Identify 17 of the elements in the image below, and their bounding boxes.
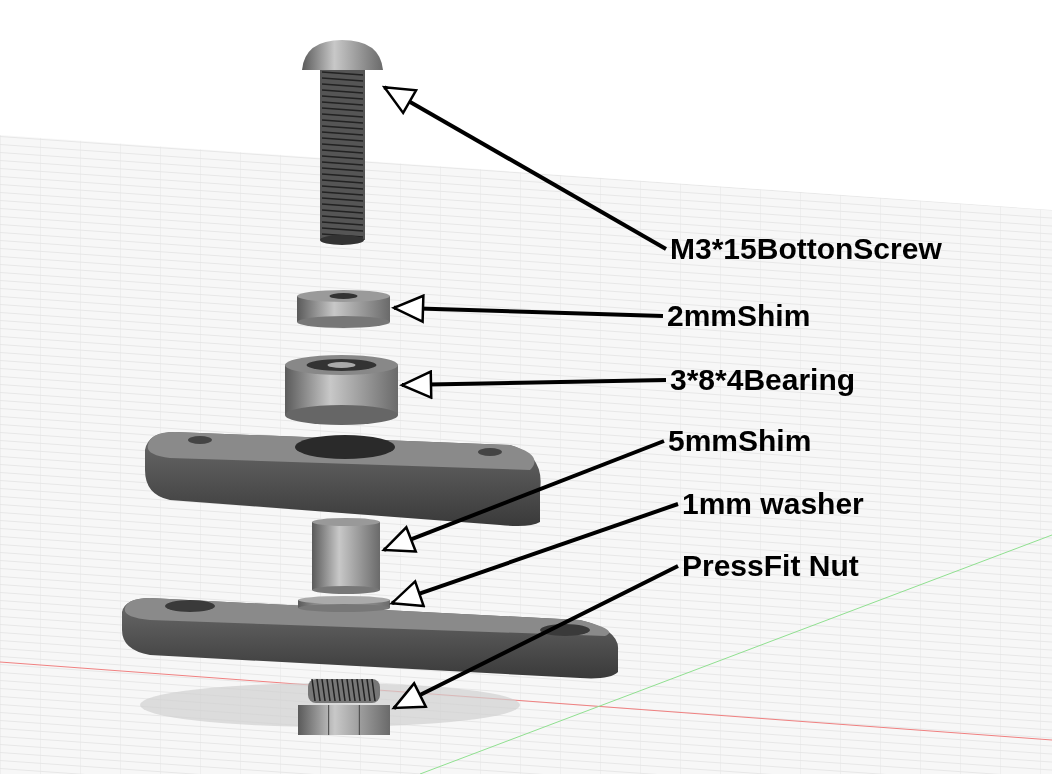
spacer-drawing bbox=[312, 518, 380, 594]
leader-arrow bbox=[392, 294, 664, 323]
leader-arrow bbox=[400, 370, 667, 399]
shim-drawing bbox=[297, 290, 390, 328]
leader-arrow bbox=[390, 502, 679, 608]
part-label: 1mm washer bbox=[682, 487, 864, 521]
part-label: 3*8*4Bearing bbox=[670, 363, 856, 397]
leader-arrow bbox=[392, 564, 679, 710]
part-label: M3*15BottonScrew bbox=[670, 232, 942, 266]
part-label: PressFit Nut bbox=[682, 549, 859, 583]
washer-drawing bbox=[298, 596, 390, 612]
bearing-drawing bbox=[285, 355, 398, 425]
part-label: 5mmShim bbox=[668, 424, 812, 458]
leader-arrow bbox=[382, 439, 665, 553]
screw-drawing bbox=[300, 40, 385, 245]
leader-arrow bbox=[383, 85, 667, 251]
part-label: 2mmShim bbox=[667, 299, 811, 333]
